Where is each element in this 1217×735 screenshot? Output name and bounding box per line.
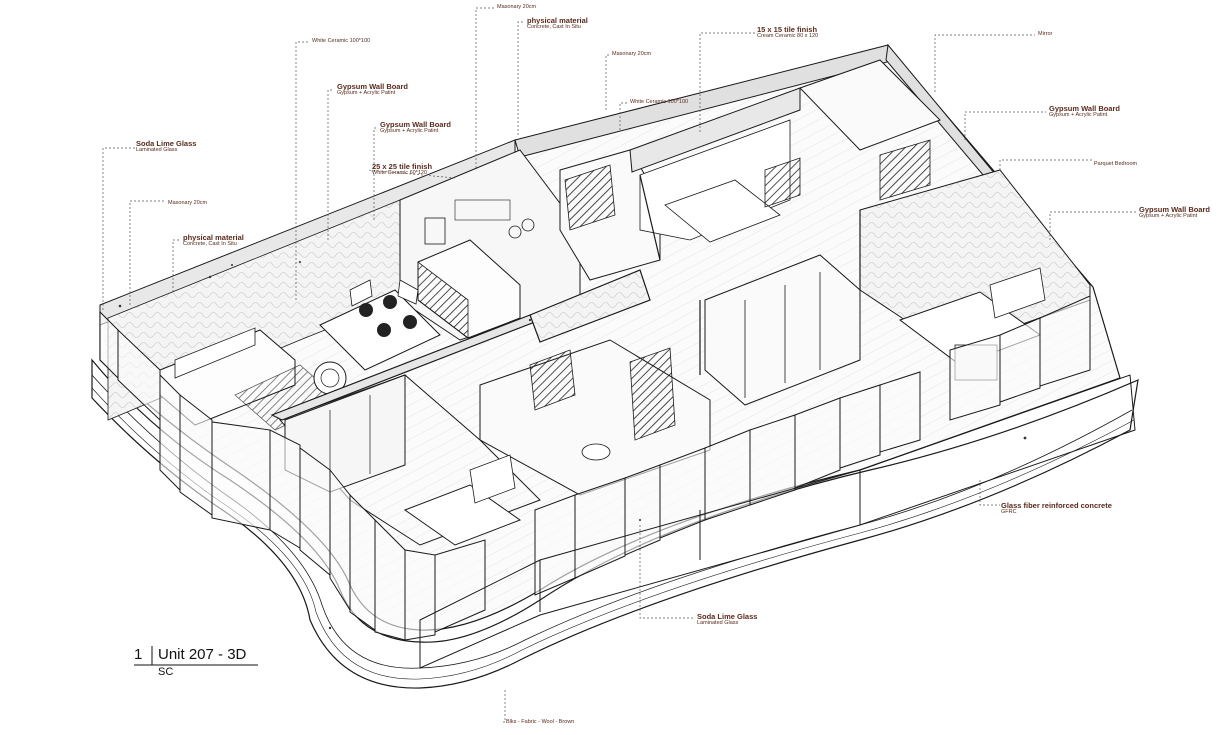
annotation-subtitle: Gypsum + Acrylic Patint (1049, 111, 1108, 118)
annotation-subtitle: Masonary 20cm (497, 4, 537, 10)
annotation-soda-lime-bottom: Soda Lime Glass Laminated Glass (697, 613, 757, 627)
annotation-white-ceramic-center: White Ceramic 100*100 (630, 99, 689, 106)
annotation-title: Glass fiber reinforced concrete (1001, 501, 1112, 510)
central-bath (479, 339, 711, 496)
view-name: Unit 207 - 3D (158, 646, 247, 663)
annotation-title: Gypsum Wall Board (1139, 205, 1210, 214)
annotation-subtitle: White Ceramic 100*100 (630, 99, 689, 105)
annotation-subtitle: Masonary 20cm (612, 51, 652, 57)
annotation-subtitle: Blks - Fabric - Wool - Brown (506, 719, 575, 725)
annotation-white-ceramic-left: White Ceramic 100*100 (312, 38, 371, 45)
glass-facade (99, 295, 1091, 641)
left-bedroom (279, 374, 541, 546)
central-rooms (559, 59, 941, 281)
annotation-tile-25: 25 x 25 tile finish White Ceramic 60*120 (372, 163, 432, 177)
annotation-masonary-mid: Masonary 20cm (612, 51, 652, 58)
annotation-subtitle: Parquet Bedroom (1094, 161, 1138, 167)
annotation-subtitle: Concrete, Cast In Situ (183, 240, 237, 247)
view-number: 1 (134, 646, 143, 663)
annotation-subtitle: Mirror (1038, 31, 1053, 37)
view-title: 1 Unit 207 - 3D SC (134, 646, 294, 682)
annotation-subtitle: Laminated Glass (697, 619, 739, 626)
wardrobe-center (704, 254, 861, 406)
annotation-title: Gypsum Wall Board (1049, 104, 1120, 113)
annotation-subtitle: Gypsum + Acrylic Patint (380, 127, 439, 134)
annotation-title: Soda Lime Glass (136, 139, 197, 148)
annotation-physical-material-left: physical material Concrete, Cast In Situ (183, 234, 244, 248)
annotation-title: Soda Lime Glass (697, 612, 758, 621)
annotation-subtitle: Cream Ceramic 80 x 120 (757, 32, 819, 39)
annotation-title: Gypsum Wall Board (337, 82, 408, 91)
annotation-masonary-top: Masonary 20cm (497, 4, 537, 11)
dining-table (319, 279, 441, 371)
annotation-parquet: Parquet Bedroom (1094, 161, 1138, 168)
annotation-mirror: Mirror (1038, 31, 1053, 38)
annotation-title: 15 x 15 tile finish (757, 25, 818, 34)
concrete-speckles (118, 261, 1027, 630)
partition-walls (270, 174, 861, 421)
view-title-rule (134, 646, 258, 666)
annotation-subtitle: Laminated Glass (136, 146, 178, 153)
annotation-subtitle: GFRC (1001, 508, 1017, 515)
view-scale: SC (158, 666, 174, 678)
annotation-subtitle: White Ceramic 60*120 (372, 169, 428, 176)
annotation-gfrc: Glass fiber reinforced concrete GFRC (1001, 502, 1112, 516)
annotation-title: physical material (183, 233, 244, 242)
kitchen (399, 149, 581, 341)
leader-lines (102, 7, 1136, 723)
annotation-title: 25 x 25 tile finish (372, 162, 433, 171)
gfrc-railing (419, 374, 1136, 669)
living-area (159, 327, 347, 431)
annotation-subtitle: White Ceramic 100*100 (312, 38, 371, 44)
annotation-subtitle: Gypsum + Acrylic Patint (1139, 212, 1198, 219)
annotation-physical-material-top: physical material Concrete, Cast In Situ (527, 17, 588, 31)
annotation-subtitle: Gypsum + Acrylic Patint (337, 89, 396, 96)
annotation-gypsum-right-upper: Gypsum Wall Board Gypsum + Acrylic Patin… (1049, 105, 1120, 119)
annotation-blinds: Blks - Fabric - Wool - Brown (506, 719, 575, 726)
annotation-gypsum-right: Gypsum Wall Board Gypsum + Acrylic Patin… (1139, 206, 1210, 220)
annotation-title: physical material (527, 16, 588, 25)
annotation-title: Gypsum Wall Board (380, 120, 451, 129)
annotation-soda-lime-left: Soda Lime Glass Laminated Glass (136, 140, 196, 154)
annotation-subtitle: Concrete, Cast In Situ (527, 23, 581, 30)
annotation-masonary-left: Masonary 20cm (168, 200, 208, 207)
annotation-subtitle: Masonary 20cm (168, 200, 208, 206)
annotation-gypsum-center: Gypsum Wall Board Gypsum + Acrylic Patin… (380, 121, 451, 135)
annotation-tile-15: 15 x 15 tile finish Cream Ceramic 80 x 1… (757, 26, 818, 40)
annotation-gypsum-left: Gypsum Wall Board Gypsum + Acrylic Patin… (337, 83, 408, 97)
